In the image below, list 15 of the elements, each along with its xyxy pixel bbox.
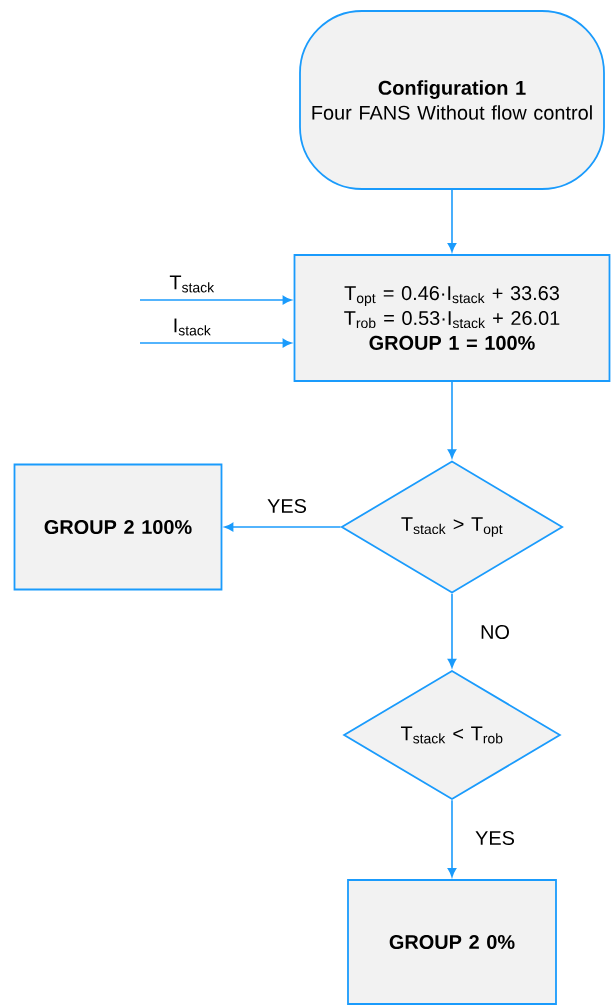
arrow bbox=[447, 189, 457, 253]
process-box: T$_{opt}$ = 0.46·I$_{stack}$ + 33.63 T$_{rob}$ = 0.53·I$_{stack}$ + 26.01 GROUP 1 = 100% bbox=[293, 254, 611, 382]
edge-label: T$_{stack}$ bbox=[168, 274, 216, 294]
arrow bbox=[447, 381, 457, 459]
edge-label: I$_{stack}$ bbox=[171, 317, 213, 337]
arrow bbox=[139, 295, 292, 305]
edge-label: NO bbox=[479, 623, 511, 641]
arrow bbox=[447, 592, 457, 668]
arrow bbox=[224, 522, 342, 532]
result-box: GROUP 2 100% bbox=[13, 463, 223, 591]
arrow bbox=[139, 338, 292, 348]
edge-label: YES bbox=[474, 829, 516, 847]
arrow bbox=[447, 799, 457, 878]
edge-label: YES bbox=[266, 497, 308, 515]
result-box: GROUP 2 0% bbox=[347, 879, 557, 1005]
